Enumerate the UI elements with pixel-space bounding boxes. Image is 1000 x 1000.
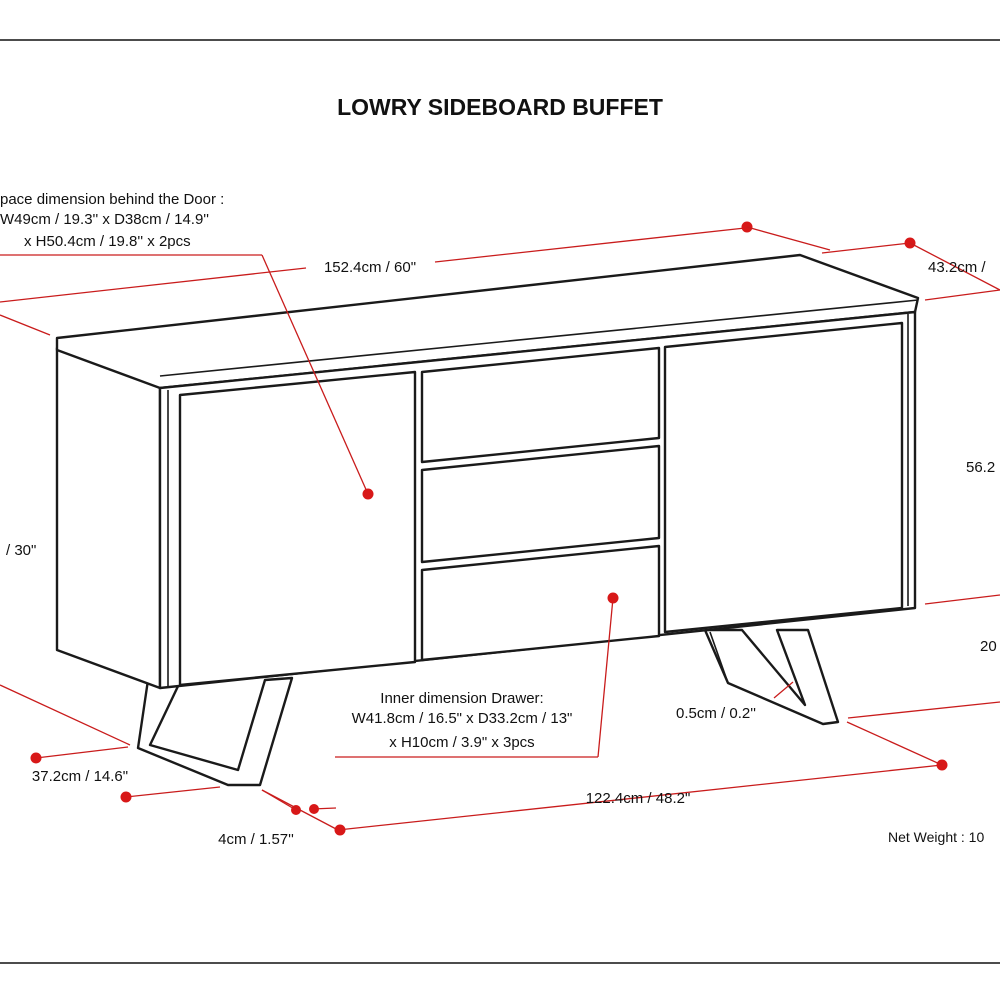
span-dot-left [334, 824, 346, 836]
net-weight-label: Net Weight : 10 [888, 829, 984, 845]
drawer-label-2: W41.8cm / 16.5" x D33.2cm / 13" [352, 710, 573, 727]
drawer-leader [597, 597, 614, 758]
leg-span-label: 122.4cm / 48.2" [586, 790, 691, 807]
height-left-label: / 30" [6, 542, 36, 559]
width-left-extension [0, 314, 51, 336]
door-space-label-2: W49cm / 19.3'' x D38cm / 14.9'' [0, 211, 209, 228]
leg-depth-dot [30, 752, 42, 764]
drawer-2 [420, 444, 661, 564]
top-front-edge [159, 299, 919, 377]
door-space-label-1: pace dimension behind the Door : [0, 191, 224, 208]
span-extension [846, 721, 943, 766]
leg-depth-label: 37.2cm / 14.6" [32, 768, 128, 785]
dimension-labels: pace dimension behind the Door : W49cm /… [0, 191, 997, 848]
right-leg-inner [709, 631, 824, 725]
leg-width-dot [291, 805, 301, 815]
height-extension [924, 594, 1000, 605]
drawer-1 [420, 346, 661, 464]
drawer-3 [420, 544, 661, 662]
left-leg [136, 676, 294, 787]
width-line-right [434, 227, 746, 263]
depth-line-b [821, 242, 911, 254]
overall-width-label: 152.4cm / 60" [324, 259, 416, 276]
leg-depth-dot-2 [120, 791, 132, 803]
dimension-lines [0, 221, 1000, 836]
depth-line-c [909, 242, 1000, 291]
depth-label: 43.2cm / [928, 259, 986, 276]
drawer-label-3: x H10cm / 3.9" x 3pcs [389, 734, 534, 751]
height-right-label: 56.2 [966, 459, 995, 476]
leg-depth-line-2 [35, 746, 129, 759]
leg-width-dot-2 [309, 804, 319, 814]
drawer-label-1: Inner dimension Drawer: [380, 690, 543, 707]
door-leader [261, 254, 369, 495]
depth-line-a [746, 226, 831, 251]
thickness-line [773, 681, 794, 699]
width-line-left [0, 267, 307, 303]
door-space-label-3: x H50.4cm / 19.8'' x 2pcs [24, 233, 191, 250]
clearance-label: 20 [980, 638, 997, 655]
leg-depth-line [0, 684, 131, 746]
leg-width-line-3 [261, 789, 339, 831]
side-panel [55, 346, 162, 690]
drawer-dot [607, 592, 619, 604]
leg-width-label: 4cm / 1.57'' [218, 831, 294, 848]
left-door [178, 370, 417, 687]
right-door [663, 321, 904, 634]
door-dot [362, 488, 374, 500]
clearance-line [847, 701, 1000, 719]
depth-extension [924, 289, 1000, 301]
sideboard-drawing [55, 253, 920, 787]
leg-thickness-label: 0.5cm / 0.2'' [676, 705, 756, 722]
span-line [337, 764, 943, 831]
page-title: LOWRY SIDEBOARD BUFFET [337, 94, 663, 120]
leg-depth-line-3 [125, 786, 221, 798]
